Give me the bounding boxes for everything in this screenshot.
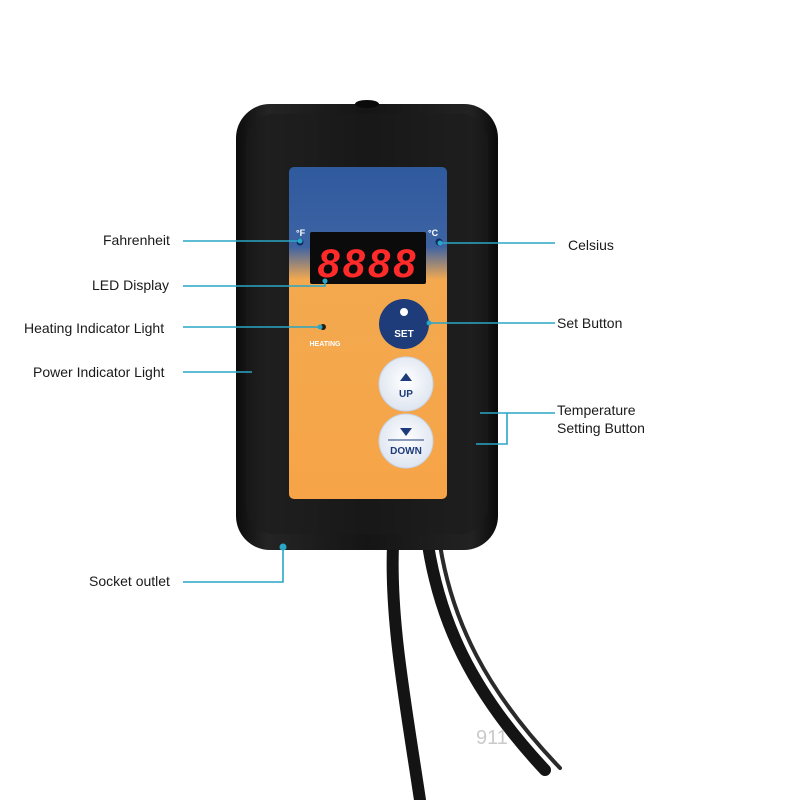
- unit-f-label: °F: [296, 228, 306, 238]
- callout-endpoint-dots: [297, 238, 443, 330]
- down-button-label: DOWN: [390, 446, 422, 457]
- power-cables: [386, 539, 562, 800]
- watermark: 911: [476, 727, 508, 749]
- led-display-digits: 8888: [318, 242, 419, 286]
- up-button-label: UP: [399, 389, 413, 400]
- led-display: 8888: [310, 232, 426, 286]
- down-arrow-icon: [400, 428, 412, 436]
- label-socket-outlet: Socket outlet: [89, 573, 170, 589]
- label-celsius: Celsius: [568, 237, 614, 253]
- set-button-label: SET: [394, 329, 413, 340]
- up-button[interactable]: UP: [378, 356, 434, 412]
- label-power-indicator: Power Indicator Light: [33, 364, 165, 380]
- set-button[interactable]: SET: [379, 299, 429, 349]
- label-set-button: Set Button: [557, 315, 623, 331]
- heating-label: HEATING: [310, 341, 342, 348]
- callout-lines: [183, 240, 555, 583]
- label-led-display: LED Display: [92, 277, 170, 293]
- down-button[interactable]: DOWN: [378, 413, 434, 469]
- label-fahrenheit: Fahrenheit: [103, 232, 170, 248]
- label-temperature-setting-1: Temperature: [557, 402, 636, 418]
- socket-outlet-dot: [279, 543, 287, 551]
- label-temperature-setting-2: Setting Button: [557, 420, 645, 436]
- unit-c-label: °C: [428, 228, 439, 238]
- label-heating-indicator: Heating Indicator Light: [24, 320, 165, 336]
- up-arrow-icon: [400, 373, 412, 381]
